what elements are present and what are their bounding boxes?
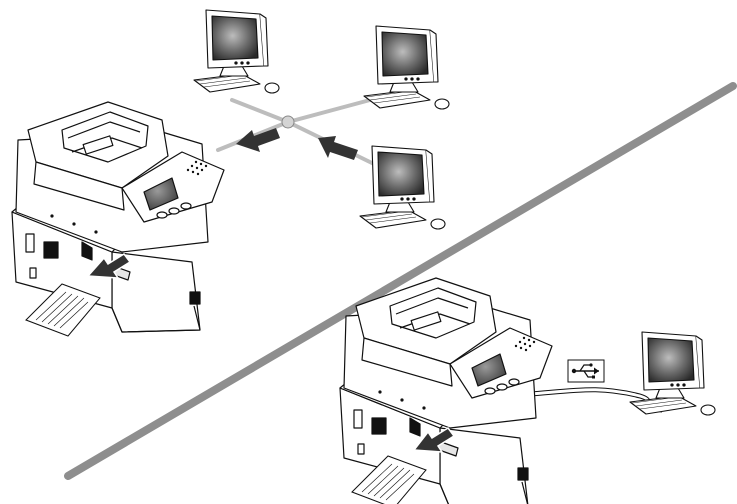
arrow-icon xyxy=(412,426,456,453)
network-scenario xyxy=(11,9,450,337)
arrow-icon xyxy=(86,252,132,279)
printer-icon xyxy=(11,101,225,333)
arrow-icon xyxy=(236,128,280,152)
usb-symbol-icon xyxy=(567,359,605,383)
usb-scenario xyxy=(339,277,716,504)
computer-icon xyxy=(363,25,450,110)
network-hub-icon xyxy=(281,115,295,129)
arrow-icon xyxy=(318,136,358,160)
computer-icon xyxy=(629,331,716,416)
divider-line xyxy=(64,82,737,480)
printer-icon xyxy=(339,277,553,504)
computer-icon xyxy=(193,9,280,94)
computer-icon xyxy=(359,145,446,230)
